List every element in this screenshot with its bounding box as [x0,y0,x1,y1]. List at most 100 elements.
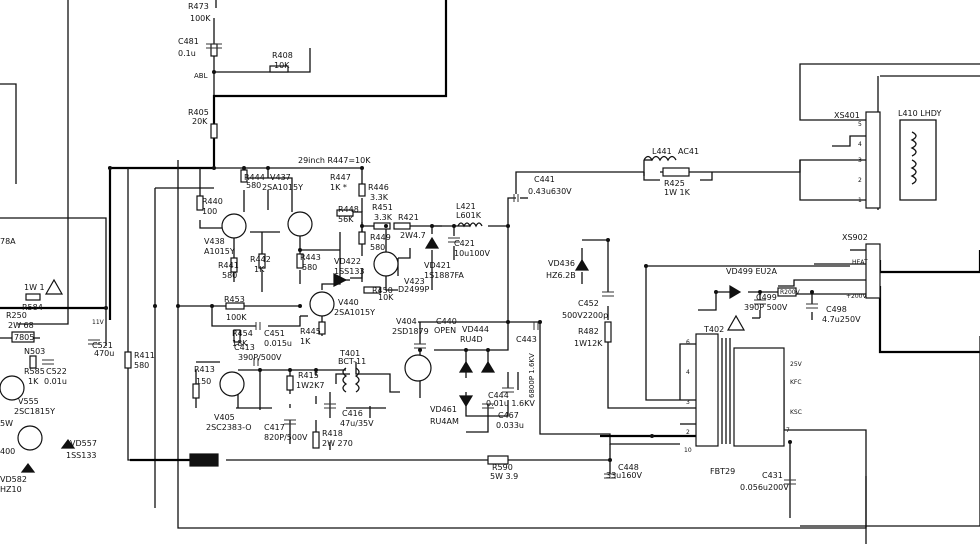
label-c498-val: 4.7u250V [822,315,861,324]
pin-xs401-2: 2 [858,177,862,184]
label-r413-val: 150 [196,377,211,386]
label-c522-val: 0.01u [44,377,67,386]
label-r446: R446 [368,183,389,192]
label-hz10: HZ10 [0,485,22,494]
capacitor-C413 [253,358,259,366]
label-r440: R440 [202,197,223,206]
label-vd444-val: RU4D [460,335,483,344]
label-v404: V404 [396,317,417,326]
warning-triangle-icon [44,278,64,295]
label-n503: N503 [24,347,45,356]
label-r454: R454 [232,329,253,338]
resistor-R449 [358,231,366,245]
module-block [189,453,219,467]
transistor-V440 [309,291,335,317]
transistor-V555 [0,375,25,401]
resistor-R415 [286,375,294,391]
transistor-V404 [404,354,432,382]
label-r449: R449 [370,233,391,242]
transformer-T402-primary [695,333,719,447]
transformer-T401-secondary [354,367,360,393]
label-abl: ABL [194,72,208,80]
label-fbt29: FBT29 [710,467,735,476]
label-c452: C452 [578,299,599,308]
label-c441-val: 0.43u630V [528,187,572,196]
label-c416: C416 [342,409,363,418]
label-7805: 7805 [14,333,34,342]
diode-VD582 [20,463,36,473]
label-c431: C431 [762,471,783,480]
label-l441: L441 [652,147,672,156]
label-r448: R448 [338,205,359,214]
resistor-R441 [230,257,238,273]
connector-XS902 [865,243,881,299]
label-r442-val: 1K [254,265,265,274]
label-r445-val: 1K [300,337,311,346]
label-c440-val: OPEN [434,326,456,335]
label-r444: R444 [244,173,265,182]
label-c448-val: 33u160V [606,471,643,480]
label-ac41: AC41 [678,147,699,156]
resistor-R473 [210,43,218,57]
diode-VD461 [458,395,474,408]
label-r425-val: 1W 1K [664,188,691,197]
resistor-R590 [487,455,509,465]
label-c413: C413 [234,343,255,352]
label-78a: 78A [0,237,16,246]
yoke-coils [910,131,917,185]
pin-xs401-4: 4 [858,141,862,148]
capacitor-C416 [324,403,336,409]
label-r442: R442 [250,255,271,264]
label-r250: R250 [6,311,27,320]
pin-t402-10: 10 [684,447,692,454]
resistor-R200V [777,287,797,297]
resistor-R405 [210,123,218,139]
label-r408-val: 10K [274,61,290,70]
capacitor-C444 [502,387,514,393]
diode-VD444b [480,360,496,373]
resistor-R250 [11,331,35,343]
transformer-T402-core-lines [721,338,731,444]
label-400: 400 [0,447,15,456]
deflection-yoke-L410 [899,119,937,201]
label-r451: R451 [372,203,393,212]
label-c499-val: 390P 500V [744,303,788,312]
transistor-V438 [221,213,247,239]
label-c499: C499 [756,293,777,302]
pin-xs401-5: 5 [858,121,862,128]
capacitor-C417 [284,419,296,425]
resistor-R451 [373,222,391,230]
pin-t402-6: 6 [686,339,690,346]
label-r482: R482 [578,327,599,336]
pin-t402-4: 4 [686,369,690,376]
resistor-R448 [336,209,354,217]
label-r454-val: 18K [232,339,248,348]
label-plus200v: +200V [846,293,867,300]
label-l421: L421 [456,202,476,211]
transistor-V437 [287,211,313,237]
label-r449-val: 580 [370,243,385,252]
label-c521: C521 [92,341,113,350]
label-r585: R585 [24,367,45,376]
pin-xs401-1: 1 [858,197,862,204]
capacitor-C421 [448,237,460,243]
label-v555-val: 2SC1815Y [14,407,55,416]
label-r453: R453 [224,295,245,304]
junction-dots [104,70,814,462]
label-r446-val: 3.3K [370,193,389,202]
label-c444: C444 [488,391,509,400]
label-r590: R590 [492,463,513,472]
resistor-R442 [258,253,266,269]
label-r418: R418 [322,429,343,438]
label-l421-val: L601K [456,211,482,220]
resistor-R408 [269,65,289,73]
capacitor-C443 [533,322,539,330]
resistor-R482 [604,321,612,343]
label-c421: C421 [454,239,475,248]
label-c416-val: 47u/35V [340,419,374,428]
inductor-L441 [643,155,677,162]
transistor-V405 [219,371,245,397]
capacitor-C498 [806,303,818,309]
label-vd422: VD422 [334,257,361,266]
warning-triangle-icon-2 [726,314,746,331]
